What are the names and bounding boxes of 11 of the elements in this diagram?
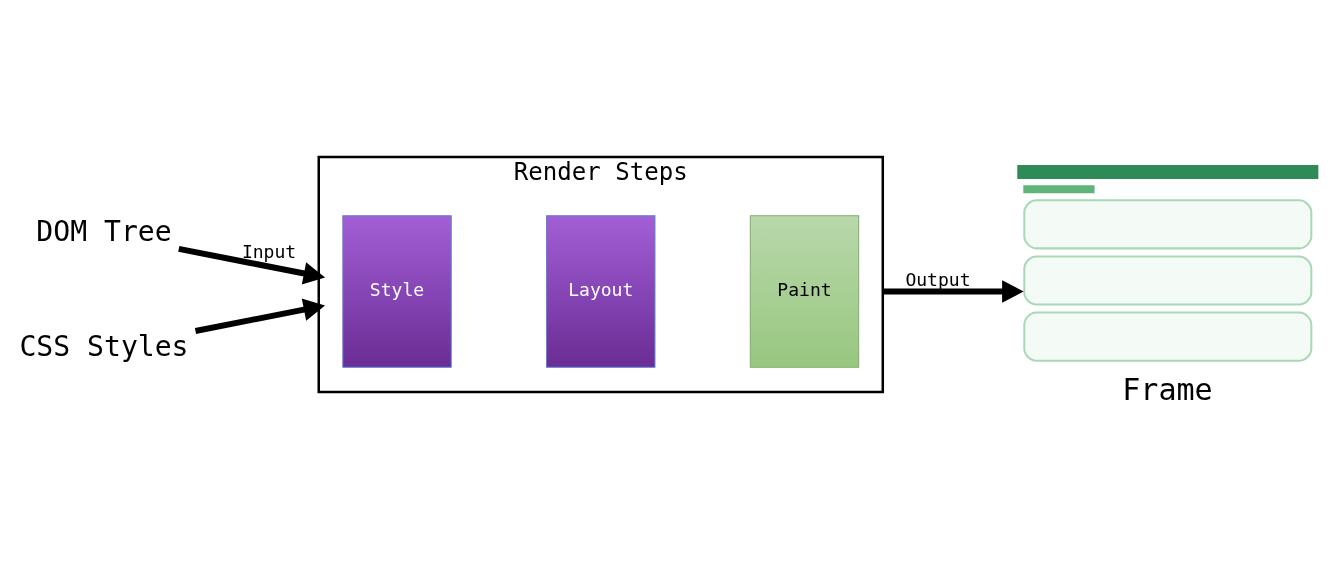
node-box: Style — [342, 215, 452, 368]
edge-label: Output — [905, 268, 971, 290]
node-text: DOM Tree — [36, 215, 172, 249]
node-text: CSS Styles — [19, 329, 189, 363]
node-box: Paint — [749, 215, 860, 368]
arrow — [194, 298, 326, 334]
edge-label: Input — [241, 240, 297, 262]
arrow — [882, 280, 1024, 303]
node-box: Layout — [546, 215, 656, 368]
arrow — [178, 245, 326, 285]
node-label: Frame — [1122, 372, 1213, 408]
